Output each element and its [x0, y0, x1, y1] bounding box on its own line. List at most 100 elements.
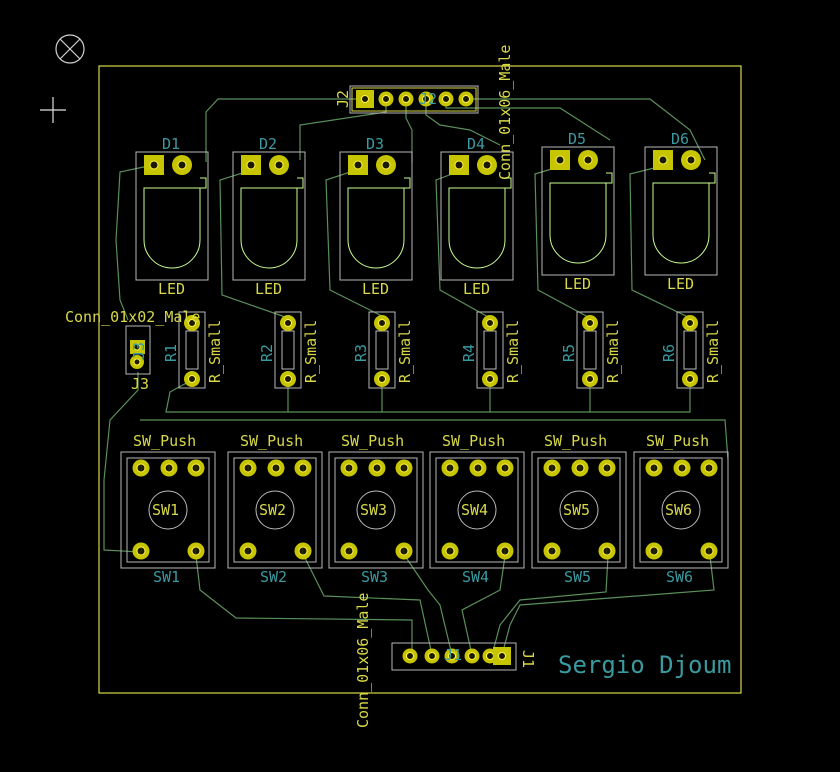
connector-j3[interactable]: Conn_01x02_Male J3 J3	[65, 308, 200, 393]
switch-pin-label: 3	[401, 464, 406, 473]
led-value-label: LED	[158, 280, 185, 298]
switch-pin-label: 2	[447, 547, 452, 556]
switch-pin-label: 2	[651, 547, 656, 556]
resistor-1[interactable]: R1 R_Small	[162, 311, 224, 389]
switch-ref-label: SW5	[564, 568, 591, 586]
connector-j1[interactable]: Conn_01x06_Male J1 J1	[354, 593, 537, 728]
j3-pad-label: J3	[130, 342, 148, 360]
switch-ref-label: SW6	[666, 568, 693, 586]
led-value-label: LED	[564, 275, 591, 293]
switch-pin-label: 3	[273, 464, 278, 473]
switch-center-label: SW3	[360, 501, 387, 519]
led-ref-label: D2	[259, 135, 277, 153]
switch-ref-label: SW3	[361, 568, 388, 586]
resistor-value-label: R_Small	[302, 320, 320, 383]
switch-value-label: SW_Push	[341, 432, 404, 450]
author-signature: Sergio Djoum	[558, 651, 731, 679]
led-value-label: LED	[362, 280, 389, 298]
switch-pin-label: 3	[475, 464, 480, 473]
switch-pin-label: 3	[679, 464, 684, 473]
switch-pin-label: 3	[193, 464, 198, 473]
switch-pin-label: 3	[604, 464, 609, 473]
switch-pin-label: 3	[549, 464, 554, 473]
switch-center-label: SW2	[259, 501, 286, 519]
j3-value-label: Conn_01x02_Male	[65, 308, 200, 326]
switch-pin-label: 3	[651, 464, 656, 473]
j3-ref-label: J3	[131, 375, 149, 393]
switch-value-label: SW_Push	[544, 432, 607, 450]
led-ref-label: D6	[671, 130, 689, 148]
led-ref-label: D3	[366, 135, 384, 153]
switch-value-label: SW_Push	[646, 432, 709, 450]
switch-center-label: SW1	[152, 501, 179, 519]
switch-ref-label: SW4	[462, 568, 489, 586]
switch-value-label: SW_Push	[442, 432, 505, 450]
grid-origin-icon	[40, 97, 66, 123]
switch-pin-label: 3	[502, 464, 507, 473]
switch-pin-label: 3	[346, 464, 351, 473]
switch-ref-label: SW1	[153, 568, 180, 586]
j2-ref-label: J2	[334, 90, 352, 108]
switch-value-label: SW_Push	[240, 432, 303, 450]
resistor-ref-label: R1	[162, 344, 180, 362]
switch-pin-label: 3	[138, 464, 143, 473]
j1-pad-label: J1	[444, 646, 462, 664]
resistor-value-label: R_Small	[704, 320, 722, 383]
resistor-value-label: R_Small	[604, 320, 622, 383]
switch-center-label: SW4	[461, 501, 488, 519]
switch-pin-label: 1	[604, 547, 609, 556]
j2-pad-label: J2	[419, 90, 437, 108]
switch-ref-label: SW2	[260, 568, 287, 586]
led-ref-label: D4	[467, 135, 485, 153]
board-edge-cuts	[98, 65, 742, 694]
resistor-ref-label: R2	[258, 344, 276, 362]
switch-value-label: SW_Push	[133, 432, 196, 450]
switch-pin-label: 2	[549, 547, 554, 556]
connector-j2[interactable]: J2 J2 Conn_01x06_Male	[334, 45, 514, 180]
switch-pin-label: 1	[300, 547, 305, 556]
resistor-ref-label: R4	[460, 344, 478, 362]
led-ref-label: D5	[568, 130, 586, 148]
switch-pin-label: 3	[374, 464, 379, 473]
switch-center-label: SW6	[665, 501, 692, 519]
resistor-ref-label: R6	[660, 344, 678, 362]
switch-pin-label: 1	[706, 547, 711, 556]
switch-pin-label: 3	[706, 464, 711, 473]
aux-origin-icon	[55, 34, 85, 64]
led-ref-label: D1	[162, 135, 180, 153]
resistor-5[interactable]: R5 R_Small	[560, 311, 622, 389]
resistor-6[interactable]: R6 R_Small	[660, 311, 722, 389]
resistor-value-label: R_Small	[206, 320, 224, 383]
switch-pin-label: 3	[577, 464, 582, 473]
resistor-value-label: R_Small	[504, 320, 522, 383]
switch-pin-label: 3	[300, 464, 305, 473]
switch-pin-label: 1	[502, 547, 507, 556]
switch-pin-label: 1	[193, 547, 198, 556]
j2-value-label: Conn_01x06_Male	[496, 45, 514, 180]
resistor-value-label: R_Small	[396, 320, 414, 383]
led-value-label: LED	[667, 275, 694, 293]
resistor-ref-label: R5	[560, 344, 578, 362]
switch-pin-label: 3	[245, 464, 250, 473]
resistor-4[interactable]: R4 R_Small	[460, 311, 522, 389]
switch-pin-label: 2	[245, 547, 250, 556]
switch-center-label: SW5	[563, 501, 590, 519]
switch-pin-label: 2	[138, 547, 143, 556]
switch-pin-label: 1	[401, 547, 406, 556]
resistor-2[interactable]: R2 R_Small	[258, 311, 320, 389]
